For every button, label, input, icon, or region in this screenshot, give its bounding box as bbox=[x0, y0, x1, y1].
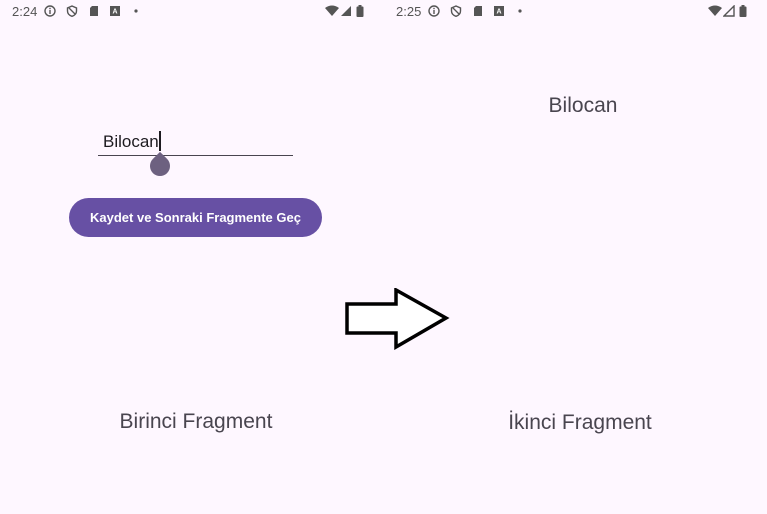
cursor-handle[interactable] bbox=[145, 151, 175, 181]
name-input-value: Bilocan bbox=[103, 132, 159, 151]
name-input[interactable]: Bilocan bbox=[98, 128, 293, 156]
svg-text:A: A bbox=[112, 9, 117, 16]
second-fragment-screen: 2:25 A Bilocan İkinci Fragment bbox=[384, 0, 767, 514]
dot-icon bbox=[134, 9, 138, 13]
shield-icon bbox=[450, 5, 462, 17]
info-icon bbox=[428, 5, 440, 17]
info-icon bbox=[44, 5, 56, 17]
wifi-icon bbox=[325, 5, 339, 16]
battery-icon bbox=[356, 5, 364, 17]
received-text: Bilocan bbox=[548, 94, 618, 117]
fragment-label: Birinci Fragment bbox=[119, 410, 273, 433]
status-time: 2:24 bbox=[12, 4, 38, 19]
battery-icon bbox=[739, 5, 747, 17]
fragment-label: İkinci Fragment bbox=[508, 411, 652, 434]
arrow-right-icon bbox=[345, 288, 450, 350]
keyboard-a-icon: A bbox=[494, 6, 504, 16]
sd-card-icon bbox=[90, 6, 98, 16]
status-bar: 2:24 A bbox=[0, 0, 384, 24]
signal-icon bbox=[723, 5, 735, 17]
signal-icon bbox=[341, 6, 351, 16]
save-and-next-button[interactable]: Kaydet ve Sonraki Fragmente Geç bbox=[69, 198, 322, 237]
svg-text:A: A bbox=[496, 9, 501, 16]
first-fragment-screen: 2:24 A Bilocan Kaydet ve Sonraki Fragmen… bbox=[0, 0, 384, 433]
status-bar: 2:25 A bbox=[384, 0, 767, 24]
text-cursor bbox=[159, 131, 161, 151]
shield-icon bbox=[66, 5, 78, 17]
keyboard-a-icon: A bbox=[110, 6, 120, 16]
sd-card-icon bbox=[474, 6, 482, 16]
wifi-icon bbox=[708, 5, 722, 16]
dot-icon bbox=[518, 9, 522, 13]
status-time: 2:25 bbox=[396, 4, 422, 19]
